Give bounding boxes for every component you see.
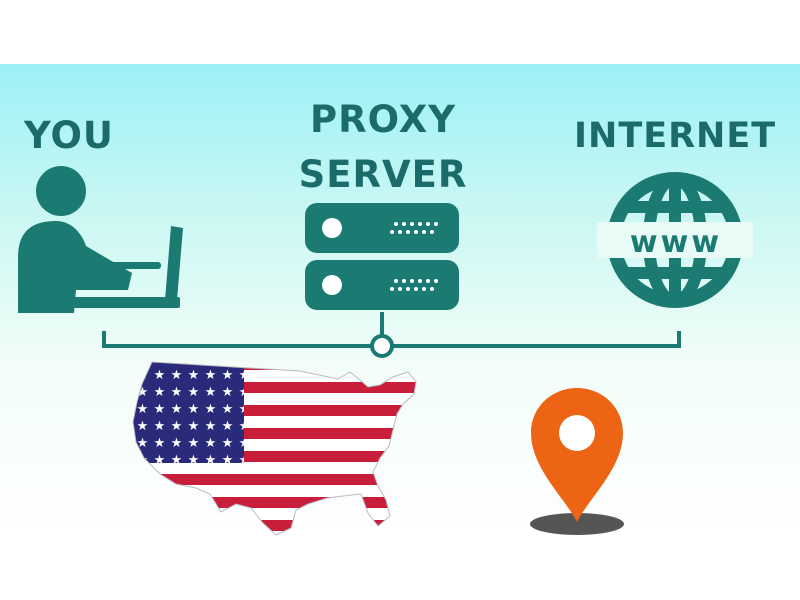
label-server: SERVER: [298, 153, 468, 196]
www-globe-icon: www: [597, 172, 753, 308]
location-pin-icon: [530, 388, 624, 535]
label-proxy: PROXY: [309, 98, 457, 141]
person-at-laptop-icon: [18, 166, 183, 313]
line-junction-node: [370, 334, 394, 358]
label-internet: INTERNET: [574, 116, 777, 156]
server-rack-icon: [305, 203, 459, 310]
globe-www-text: www: [630, 225, 722, 260]
label-you: YOU: [24, 114, 114, 157]
connection-lines: [102, 312, 681, 358]
usa-flag-map-icon: [132, 361, 417, 536]
